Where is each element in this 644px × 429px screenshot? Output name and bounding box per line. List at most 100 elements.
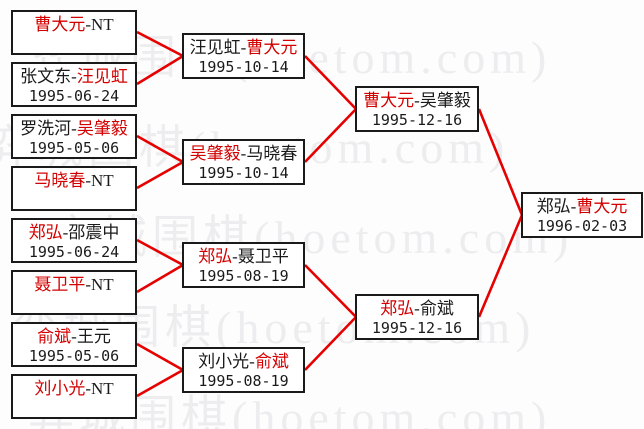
player-name: 吴肇毅 (419, 91, 471, 110)
connector-line (136, 238, 184, 267)
match-box-r1-4: 马晓春-NT (11, 166, 137, 211)
match-box-r3-2: 郑弘-俞斌 1995-12-16 (355, 294, 479, 340)
player-name: 邵震中 (68, 223, 120, 242)
player-name: 聂卫平 (34, 275, 86, 294)
connector-line (304, 108, 357, 163)
match-box-r2-3: 郑弘-聂卫平 1995-08-19 (182, 242, 305, 288)
connector-line (304, 316, 357, 371)
player-name: 汪见虹 (189, 38, 241, 57)
match-players: 刘小光-NT (13, 376, 135, 399)
player-name: 罗洗河 (20, 119, 72, 138)
player-name: NT (91, 171, 114, 190)
match-players: 刘小光-俞斌 (184, 349, 303, 372)
match-date: 1995-12-16 (371, 111, 463, 129)
separator: - (414, 91, 420, 110)
match-date: 1995-08-19 (198, 267, 289, 285)
connector-line (136, 134, 184, 164)
player-name: 刘小光 (198, 352, 250, 371)
match-date: 1995-06-24 (28, 87, 120, 105)
match-date: 1995-12-16 (371, 319, 463, 337)
player-name: 吴肇毅 (76, 119, 128, 138)
match-box-r1-3: 罗洗河-吴肇毅 1995-05-06 (11, 114, 137, 159)
separator: - (85, 171, 91, 190)
match-players: 罗洗河-吴肇毅 (13, 116, 135, 139)
separator: - (71, 327, 77, 346)
separator: - (71, 67, 77, 86)
match-box-r2-1: 汪见虹-曹大元 1995-10-14 (182, 33, 305, 79)
match-players: 郑弘-俞斌 (357, 296, 477, 319)
player-name: 马晓春 (34, 171, 86, 190)
connector-line (136, 368, 184, 398)
match-date: 1995-05-06 (28, 347, 120, 365)
connector-line (136, 160, 184, 190)
match-box-r1-1: 曹大元-NT (11, 10, 137, 55)
match-date: 1995-10-14 (198, 164, 289, 182)
player-name: 王元 (76, 327, 111, 346)
match-box-r1-2: 张文东-汪见虹 1995-06-24 (11, 62, 137, 107)
separator: - (240, 144, 247, 163)
match-players: 曹大元-吴肇毅 (357, 88, 477, 111)
match-box-r3-1: 曹大元-吴肇毅 1995-12-16 (355, 86, 479, 132)
match-date: 1996-02-03 (536, 217, 628, 235)
match-players: 张文东-汪见虹 (13, 64, 135, 87)
match-date: 1995-06-24 (28, 243, 120, 261)
connector-line (477, 108, 524, 216)
player-name: 曹大元 (246, 38, 298, 57)
match-box-r1-6: 聂卫平-NT (11, 270, 137, 315)
connector-line (304, 264, 357, 318)
separator: - (249, 352, 255, 371)
separator: - (240, 38, 247, 57)
separator: - (85, 275, 91, 294)
separator: - (71, 119, 77, 138)
match-box-r2-4: 刘小光-俞斌 1995-08-19 (182, 347, 305, 393)
player-name: 马晓春 (246, 144, 298, 163)
match-players: 郑弘-邵震中 (13, 220, 135, 243)
connector-line (477, 214, 524, 318)
match-players: 吴肇毅-马晓春 (184, 141, 303, 164)
match-players: 俞斌-王元 (13, 324, 135, 347)
player-name: 曹大元 (34, 15, 86, 34)
separator: - (85, 379, 91, 398)
match-date: 1995-08-19 (198, 372, 289, 390)
match-players: 汪见虹-曹大元 (184, 35, 303, 58)
player-name: 郑弘 (380, 299, 415, 318)
match-date: 1995-05-06 (28, 139, 120, 157)
separator: - (85, 15, 91, 34)
player-name: 曹大元 (576, 197, 628, 216)
player-name: 俞斌 (419, 299, 454, 318)
connector-line (136, 54, 184, 86)
connector-line (304, 55, 357, 110)
connector-line (136, 30, 184, 58)
match-box-r1-7: 俞斌-王元 1995-05-06 (11, 322, 137, 367)
match-box-final: 郑弘-曹大元 1996-02-03 (521, 192, 643, 238)
player-name: 刘小光 (34, 379, 86, 398)
player-name: 郑弘 (198, 247, 233, 266)
player-name: NT (91, 15, 114, 34)
match-players: 马晓春-NT (13, 168, 135, 191)
player-name: 曹大元 (363, 91, 415, 110)
match-players: 曹大元-NT (13, 12, 135, 35)
separator: - (232, 247, 238, 266)
player-name: 吴肇毅 (189, 144, 241, 163)
match-box-r1-5: 郑弘-邵震中 1995-06-24 (11, 218, 137, 263)
separator: - (570, 197, 577, 216)
player-name: 聂卫平 (237, 247, 289, 266)
player-name: 汪见虹 (76, 67, 128, 86)
match-box-r1-8: 刘小光-NT (11, 374, 137, 419)
match-box-r2-2: 吴肇毅-马晓春 1995-10-14 (182, 139, 305, 185)
separator: - (62, 223, 69, 242)
player-name: NT (91, 379, 114, 398)
match-players: 聂卫平-NT (13, 272, 135, 295)
connector-line (136, 342, 184, 372)
player-name: 俞斌 (37, 327, 72, 346)
match-players: 郑弘-聂卫平 (184, 244, 303, 267)
player-name: 张文东 (20, 67, 72, 86)
match-players: 郑弘-曹大元 (523, 194, 641, 217)
player-name: 郑弘 (536, 197, 571, 216)
player-name: NT (91, 275, 114, 294)
player-name: 俞斌 (254, 352, 289, 371)
player-name: 郑弘 (28, 223, 63, 242)
match-date: 1995-10-14 (198, 58, 289, 76)
connector-line (136, 263, 184, 294)
